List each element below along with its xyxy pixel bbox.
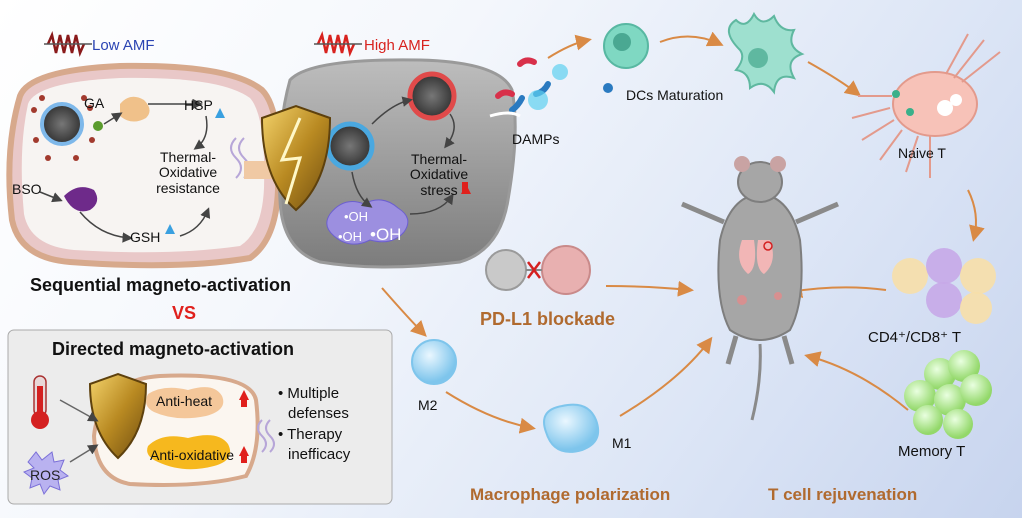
mouse-icon bbox=[681, 156, 839, 421]
oh-label-1: •OH bbox=[344, 209, 369, 224]
directed-box bbox=[7, 329, 393, 505]
macrophage-heading: Macrophage polarization bbox=[470, 485, 671, 504]
t-cell-heading: T cell rejuvenation bbox=[768, 485, 918, 504]
sequential-heading: Sequential magneto-activation bbox=[30, 275, 292, 295]
m1-macrophage-icon bbox=[543, 403, 600, 453]
oh-label-2: •OH bbox=[338, 229, 363, 244]
oh-label-3: •OH bbox=[370, 225, 402, 244]
anti-oxidative-label: Anti-oxidative bbox=[150, 447, 235, 463]
defense-bullets: • Multiple defenses • Therapy inefficacy bbox=[278, 385, 351, 463]
naive-t-label: Naive T bbox=[898, 145, 946, 161]
pdl1-heading: PD-L1 blockade bbox=[480, 309, 616, 329]
damps-particles bbox=[489, 57, 568, 118]
damps-label: DAMPs bbox=[512, 131, 560, 147]
cd4-cd8-t-label: CD4⁺/CD8⁺ T bbox=[868, 329, 962, 346]
hsp-label: HSP bbox=[184, 97, 213, 113]
gold-shield-icon bbox=[260, 104, 332, 212]
anti-heat-label: Anti-heat bbox=[156, 393, 213, 409]
dcs-maturation-label: DCs Maturation bbox=[626, 87, 724, 103]
memory-t-label: Memory T bbox=[898, 443, 966, 460]
cd4-cd8-t-cells-icon bbox=[892, 248, 996, 324]
vs-label: VS bbox=[172, 303, 197, 323]
immature-dc-icon bbox=[603, 23, 649, 93]
gsh-label: GSH bbox=[130, 229, 161, 245]
mature-dc-icon bbox=[728, 11, 805, 95]
ros-label: ROS bbox=[30, 467, 61, 483]
naive-t-cell-icon bbox=[851, 33, 1001, 178]
high-amf-label: High AMF bbox=[364, 37, 430, 54]
memory-t-cells-icon bbox=[904, 350, 992, 439]
pdl1-blockade-icon bbox=[485, 245, 591, 295]
m1-label: M1 bbox=[612, 435, 632, 451]
low-amf-label: Low AMF bbox=[92, 37, 155, 54]
coil-icon-high bbox=[314, 31, 362, 57]
coil-icon-low bbox=[44, 31, 92, 57]
directed-title: Directed magneto-activation bbox=[52, 339, 295, 359]
bso-label: BSO bbox=[12, 181, 42, 197]
m2-label: M2 bbox=[418, 397, 438, 413]
ros-burst-icon bbox=[22, 451, 70, 496]
m2-macrophage-icon bbox=[411, 339, 457, 385]
ga-label: GA bbox=[84, 95, 105, 111]
left-tumor-cell bbox=[6, 62, 282, 269]
thermometer-icon bbox=[31, 375, 49, 429]
middle-tumor-cell bbox=[277, 58, 517, 269]
